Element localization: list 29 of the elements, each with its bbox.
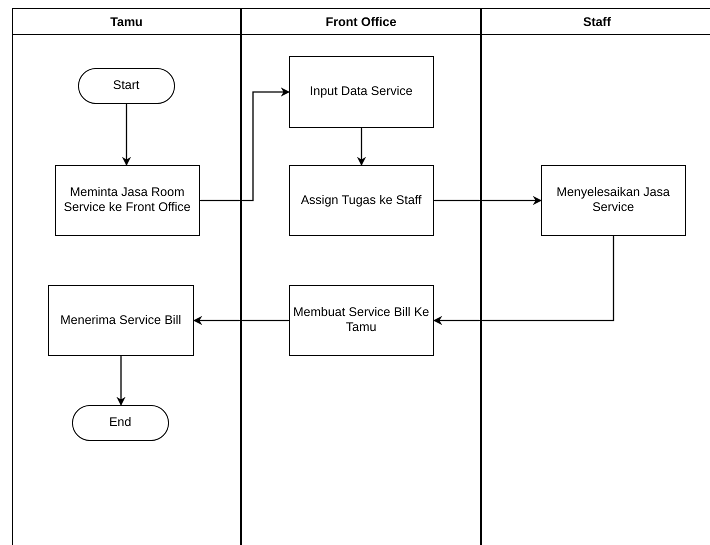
arrow — [200, 87, 290, 202]
process-box — [54, 164, 200, 236]
swimlane — [481, 8, 710, 545]
step-label: End — [109, 415, 132, 430]
process-box — [288, 164, 434, 236]
lane-heading: Tamu — [110, 14, 143, 28]
step-label: Assign Tugas ke Staff — [300, 192, 422, 208]
lane-heading: Front Office — [326, 14, 396, 28]
swimlane — [241, 8, 481, 545]
arrow — [193, 316, 289, 326]
lane-heading: Staff — [583, 14, 611, 28]
step-label: Meminta Jasa Room Service ke Front Office — [62, 185, 192, 216]
process-box — [288, 56, 434, 128]
arrow — [122, 104, 132, 166]
process-box — [48, 284, 194, 356]
arrow — [433, 236, 614, 326]
step-label: Start — [112, 78, 140, 94]
step-label: Menyelesaikan Jasa Service — [556, 185, 671, 216]
terminator-shape — [72, 404, 169, 441]
process-box — [288, 284, 434, 356]
step-label: Menerima Service Bill — [60, 312, 182, 328]
swimlane — [12, 8, 241, 545]
arrow — [356, 128, 366, 166]
terminator-shape — [78, 68, 175, 104]
arrow — [116, 356, 126, 406]
step-label: Input Data Service — [310, 84, 413, 100]
arrow — [434, 196, 542, 206]
step-label: Membuat Service Bill Ke Tamu — [292, 305, 430, 336]
process-box — [540, 164, 686, 236]
